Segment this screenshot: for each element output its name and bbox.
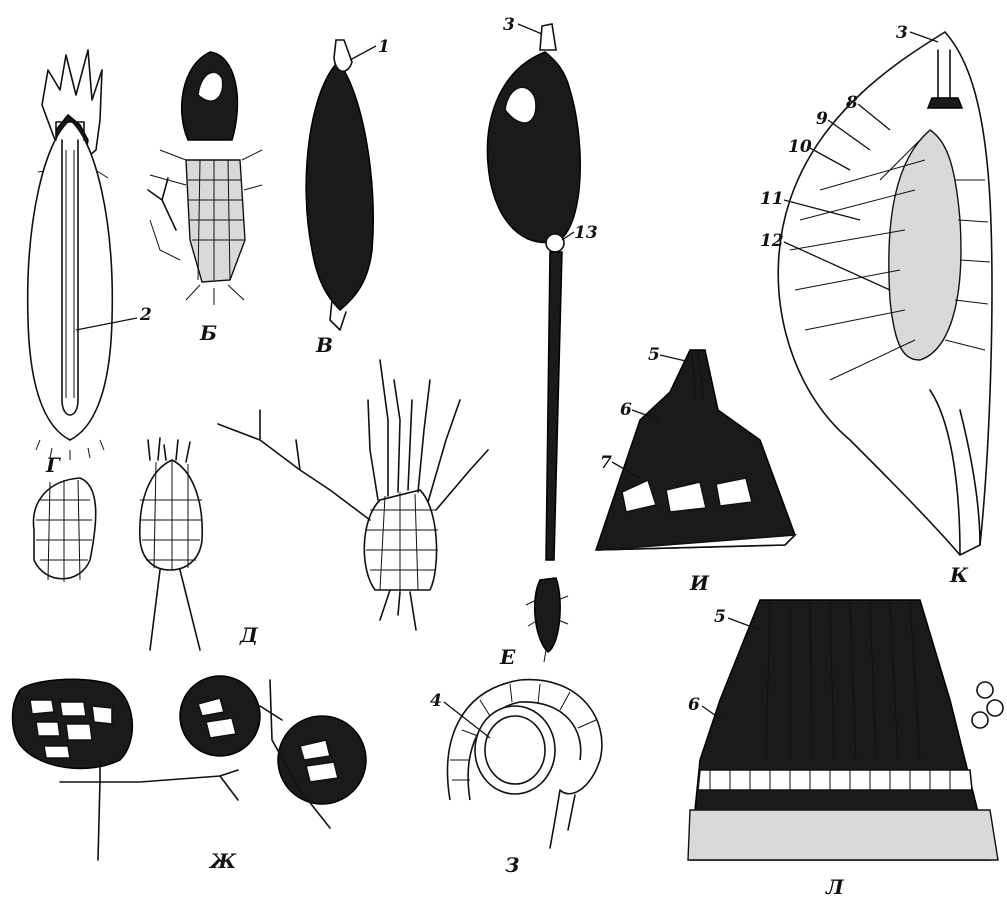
callout-12: 12 xyxy=(760,231,784,251)
figure-l-peristome-teeth xyxy=(688,600,1003,860)
label-d: Д xyxy=(239,623,259,647)
callout-13: 13 xyxy=(574,223,598,243)
figure-zh-brood-bodies xyxy=(13,676,367,860)
callout-9: 9 xyxy=(816,109,828,129)
figure-v-capsule xyxy=(306,40,373,330)
label-b: Б xyxy=(199,321,217,345)
label-e: Е xyxy=(499,645,516,669)
label-l: Л xyxy=(825,875,845,899)
label-zh: Ж xyxy=(208,849,237,873)
callout-3-k: 3 xyxy=(896,23,908,43)
callout-4: 4 xyxy=(430,691,442,711)
callout-6-i: 6 xyxy=(620,400,632,420)
figure-k-capsule-section xyxy=(778,32,992,555)
figure-g-archegonium-section xyxy=(28,120,113,460)
figure-z-protonema-coil xyxy=(448,680,602,848)
callout-8: 8 xyxy=(845,93,858,113)
figure-e-sporophyte xyxy=(487,24,580,662)
callout-10: 10 xyxy=(788,137,812,157)
callout-5-l: 5 xyxy=(714,607,726,627)
figure-b-shoot-with-calyptra xyxy=(148,52,262,305)
callout-6-l: 6 xyxy=(688,695,700,715)
figure-i-peristome xyxy=(596,350,795,550)
callout-7: 7 xyxy=(600,453,612,473)
label-k: К xyxy=(949,563,969,587)
callout-5-i: 5 xyxy=(648,345,660,365)
figure-d-protonema-buds xyxy=(33,360,488,650)
label-v: В xyxy=(315,333,333,357)
label-g: Г xyxy=(45,453,61,477)
callout-2: 2 xyxy=(139,305,152,325)
callout-11: 11 xyxy=(760,189,784,209)
label-i: И xyxy=(689,571,710,595)
callout-3-e: 3 xyxy=(503,15,515,35)
callout-1: 1 xyxy=(378,37,390,57)
label-z: З xyxy=(505,853,519,877)
